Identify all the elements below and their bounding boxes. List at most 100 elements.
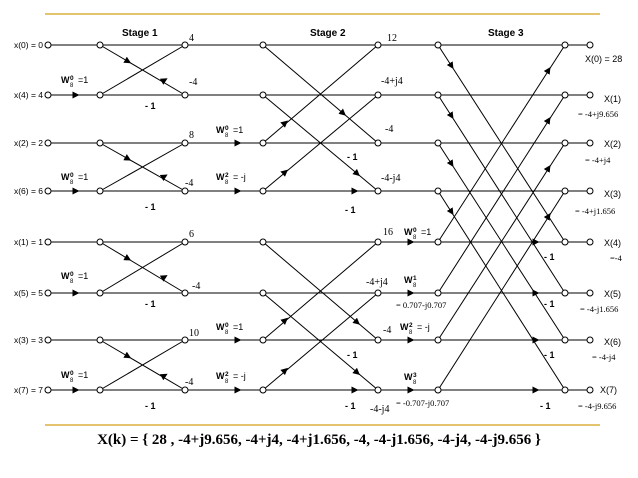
svg-text:W: W	[216, 172, 225, 182]
stage-2-value: -4	[385, 124, 393, 135]
diagonal-arrows	[123, 56, 551, 381]
svg-text:8: 8	[70, 279, 74, 285]
output-value: = -4+j4	[585, 155, 611, 165]
svg-text:= 0.707-j0.707: = 0.707-j0.707	[396, 300, 446, 310]
output-value: = -4-j9.656	[578, 401, 616, 411]
svg-text:8: 8	[70, 378, 74, 384]
minus-one-label: - 1	[145, 202, 156, 212]
svg-text:1: 1	[413, 275, 417, 282]
input-labels: x(0) = 0 x(4) = 4 x(2) = 2 x(6) = 6 x(1)…	[14, 40, 43, 395]
svg-text:8: 8	[413, 380, 417, 386]
stage-1-value: 10	[189, 328, 199, 339]
output-value: = -4-j4	[592, 352, 616, 362]
result-equation: X(k) = { 28 , -4+j9.656, -4+j4, -4+j1.65…	[97, 432, 541, 448]
svg-text:8: 8	[225, 379, 229, 385]
svg-text:=1: =1	[78, 271, 88, 281]
minus-one-label: - 1	[540, 401, 551, 411]
stage-1-value: -4	[189, 77, 197, 88]
svg-text:0: 0	[70, 271, 74, 278]
stage-2-value: -4+j4	[366, 277, 388, 288]
svg-text:=1: =1	[78, 172, 88, 182]
stage-1-value: -4	[192, 281, 200, 292]
butterfly-nodes	[44, 41, 594, 394]
svg-text:8: 8	[409, 330, 413, 336]
output-label: X(2)	[604, 139, 621, 149]
input-label: x(4) = 4	[14, 90, 43, 100]
input-label: x(3) = 3	[14, 335, 43, 345]
svg-text:0: 0	[225, 125, 229, 132]
svg-text:=1: =1	[78, 370, 88, 380]
output-value: = -4+j9.656	[578, 109, 618, 119]
minus-one-label: - 1	[145, 401, 156, 411]
svg-text:=1: =1	[421, 227, 431, 237]
stage-2-value: 12	[387, 33, 397, 44]
stage-1-value: -4	[185, 377, 193, 388]
output-labels: X(0) = 28 X(1) = -4+j9.656 X(2) = -4+j4 …	[575, 54, 623, 411]
stage-2-title: Stage 2	[310, 28, 346, 39]
svg-text:W: W	[404, 275, 413, 285]
svg-text:W: W	[61, 75, 70, 85]
svg-text:0: 0	[70, 172, 74, 179]
svg-text:=1: =1	[233, 125, 243, 135]
minus-one-label: - 1	[145, 101, 156, 111]
minus-one-label: - 1	[345, 401, 356, 411]
svg-text:0: 0	[413, 227, 417, 234]
stage-1-value: 8	[189, 130, 194, 141]
horizontal-lines	[48, 44, 590, 391]
svg-text:W: W	[216, 322, 225, 332]
svg-text:2: 2	[225, 371, 229, 378]
output-value: = -4+j1.656	[575, 206, 615, 216]
minus-one-labels: - 1 - 1 - 1 - 1 - 1 - 1 - 1 - 1 - 1 - 1 …	[145, 101, 555, 411]
input-label: x(6) = 6	[14, 186, 43, 196]
svg-text:3: 3	[413, 372, 417, 379]
input-label: x(5) = 5	[14, 288, 43, 298]
svg-text:= -j: = -j	[233, 172, 246, 182]
svg-text:= -j: = -j	[417, 322, 430, 332]
output-label: X(4)	[604, 238, 621, 248]
stage-1-value: -4	[185, 178, 193, 189]
stage-3-crosses	[437, 44, 566, 391]
input-label: x(0) = 0	[14, 40, 43, 50]
minus-one-label: - 1	[145, 299, 156, 309]
svg-text:8: 8	[225, 180, 229, 186]
stage-1-title: Stage 1	[122, 28, 158, 39]
stage-1-value: 4	[189, 33, 194, 44]
stage-2-value: 16	[383, 227, 393, 238]
svg-text:W: W	[400, 322, 409, 332]
minus-one-label: - 1	[347, 350, 358, 360]
output-value: =-4	[610, 253, 623, 263]
stage-2-values: 12 -4+j4 -4 -4-j4 16 -4+j4 -4 -4-j4	[366, 33, 403, 415]
stage-1-values: 4 -4 8 -4 6 -4 10 -4	[185, 33, 200, 388]
svg-text:= -0.707-j0.707: = -0.707-j0.707	[396, 398, 449, 408]
stage-2-value: -4	[383, 325, 391, 336]
minus-one-label: - 1	[544, 299, 555, 309]
output-label: X(3)	[604, 189, 621, 199]
svg-text:8: 8	[225, 133, 229, 139]
input-label: x(1) = 1	[14, 237, 43, 247]
svg-text:W: W	[216, 371, 225, 381]
output-label: X(1)	[604, 94, 621, 104]
stage-2-crosses	[262, 44, 379, 391]
svg-text:= -j: = -j	[233, 371, 246, 381]
svg-text:2: 2	[409, 322, 413, 329]
svg-text:8: 8	[413, 235, 417, 241]
svg-text:8: 8	[225, 330, 229, 336]
output-value: = -4-j1.656	[580, 304, 618, 314]
minus-one-label: - 1	[347, 152, 358, 162]
svg-text:W: W	[61, 370, 70, 380]
svg-text:8: 8	[70, 83, 74, 89]
svg-text:W: W	[404, 372, 413, 382]
stage-3-title: Stage 3	[488, 28, 524, 39]
